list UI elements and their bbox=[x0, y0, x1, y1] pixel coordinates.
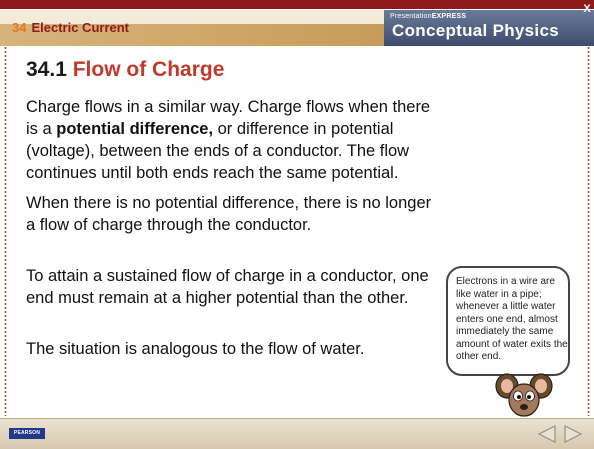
speech-bubble-text: Electrons in a wire are like water in a … bbox=[456, 276, 568, 362]
paragraph-1-b: or difference in potential (voltage), be… bbox=[26, 120, 410, 182]
section-title-text: Flow of Charge bbox=[72, 58, 225, 81]
chapter-label: 34 Electric Current bbox=[12, 20, 129, 35]
paragraph-1-bold-term: potential difference, bbox=[56, 120, 214, 138]
mouse-illustration-icon bbox=[495, 373, 553, 417]
brand-small-prefix: Presentation bbox=[390, 13, 432, 20]
paragraph-3: To attain a sustained flow of charge in … bbox=[26, 267, 429, 307]
previous-arrow-icon[interactable] bbox=[536, 424, 558, 444]
brand-small-text: PresentationEXPRESS bbox=[390, 13, 466, 20]
paragraph-1-a: Charge flows in a similar way. Charge fl… bbox=[26, 98, 431, 138]
brand-title: Conceptual Physics bbox=[392, 21, 559, 40]
right-dotted-border bbox=[587, 46, 590, 416]
brand-small-bold: EXPRESS bbox=[431, 13, 467, 20]
header-red-strip bbox=[0, 0, 594, 9]
paragraph-4: The situation is analogous to the flow o… bbox=[26, 340, 365, 358]
paragraph-1: Charge flows in a similar way. Charge fl… bbox=[26, 96, 436, 184]
chapter-title: Electric Current bbox=[31, 20, 130, 35]
bottom-bar bbox=[0, 418, 594, 449]
section-number: 34.1 bbox=[26, 58, 67, 81]
section-title: 34.1 Flow of Charge bbox=[26, 58, 224, 82]
left-dotted-border bbox=[4, 46, 7, 416]
chapter-number: 34 bbox=[12, 20, 27, 35]
brand-box bbox=[384, 10, 594, 46]
pearson-logo: PEARSON bbox=[9, 428, 45, 439]
paragraph-2: When there is no potential difference, t… bbox=[26, 194, 432, 234]
chapter-tab-highlight bbox=[0, 10, 384, 24]
close-button[interactable]: X bbox=[583, 3, 591, 15]
chapter-tab bbox=[0, 10, 384, 46]
next-arrow-icon[interactable] bbox=[562, 424, 584, 444]
